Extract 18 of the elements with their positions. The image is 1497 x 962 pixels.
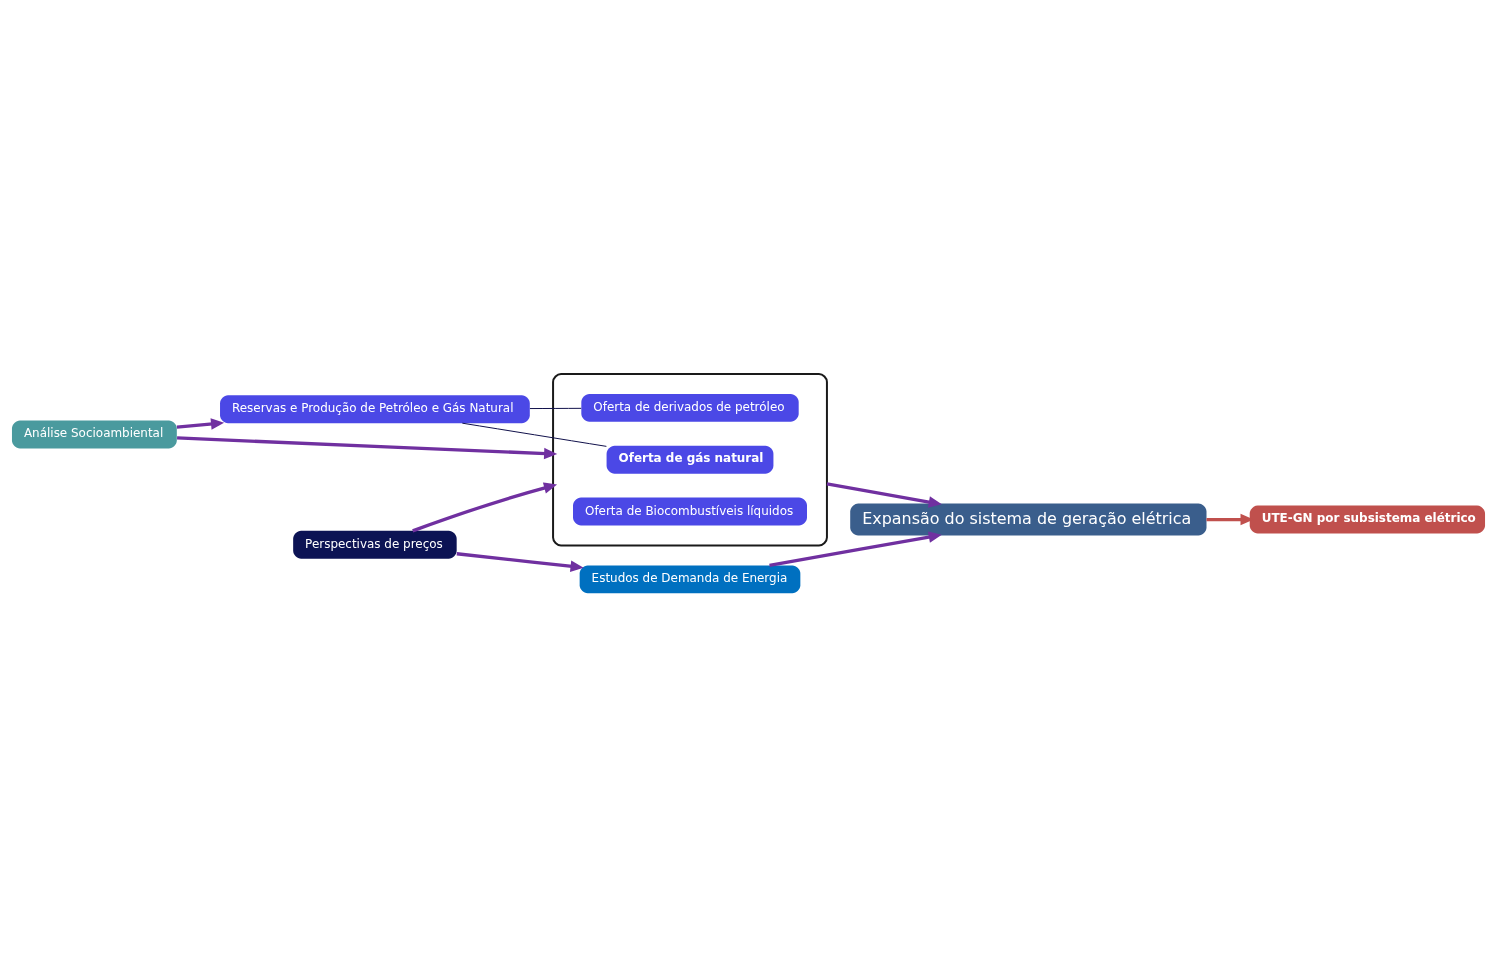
node-box: Oferta de gás natural bbox=[606, 445, 774, 474]
node-box: Expansão do sistema de geração elétrica bbox=[850, 503, 1207, 536]
node-box: Perspectivas de preços bbox=[293, 530, 457, 559]
node-box: Reservas e Produção de Petróleo e Gás Natural bbox=[220, 395, 530, 424]
connector bbox=[529, 407, 582, 410]
arrow bbox=[826, 482, 942, 508]
arrow bbox=[412, 482, 558, 533]
node-box: Oferta de Biocombustíveis líquidos bbox=[573, 497, 807, 526]
node-box: Estudos de Demanda de Energia bbox=[579, 565, 801, 594]
connector bbox=[461, 422, 607, 447]
arrow bbox=[769, 531, 942, 568]
node-box: UTE-GN por subsistema elétrico bbox=[1249, 505, 1486, 534]
arrow bbox=[177, 436, 558, 460]
node-box: Oferta de derivados de petróleo bbox=[581, 393, 799, 422]
arrow bbox=[176, 418, 225, 430]
arrow bbox=[456, 552, 584, 572]
cluster bbox=[552, 373, 828, 547]
node-box: Análise Socioambiental bbox=[11, 420, 177, 449]
